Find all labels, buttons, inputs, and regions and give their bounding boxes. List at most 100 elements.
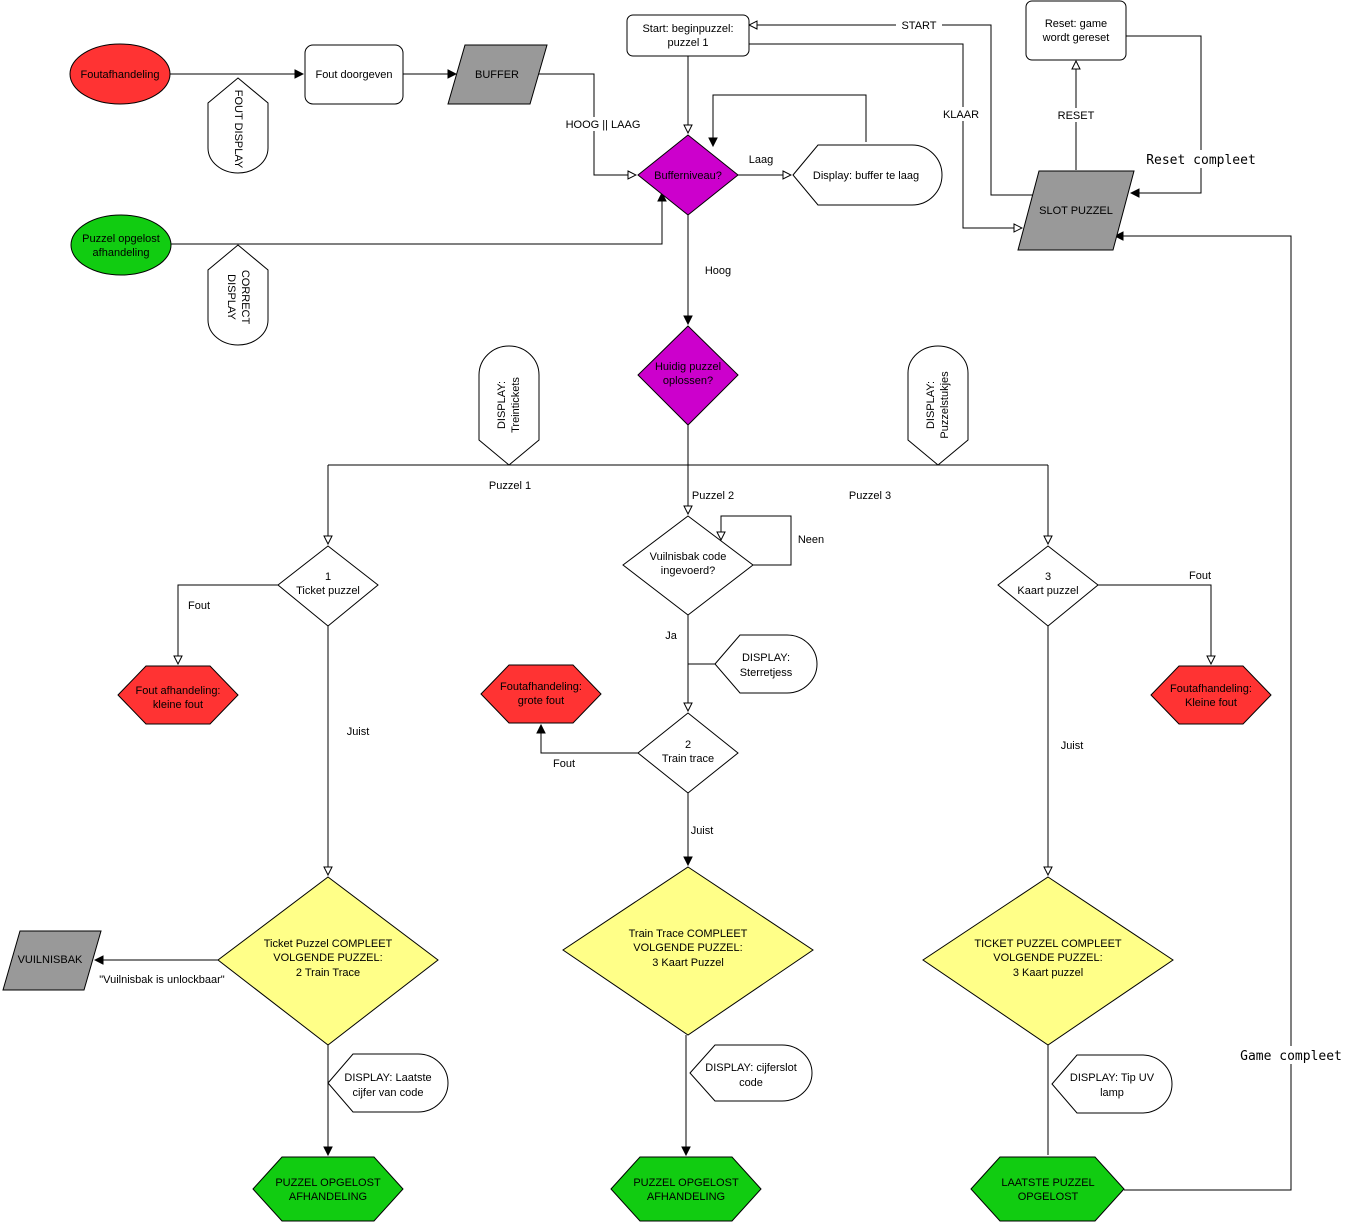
edge-vuilnisbak-code-neen-loop xyxy=(721,515,792,566)
node-kaart-puzzel xyxy=(997,545,1099,627)
node-vuilnisbak-code xyxy=(622,515,754,616)
node-huidig-puzzel xyxy=(637,325,739,426)
node-bufferniveau-text: Bufferniveau? xyxy=(654,170,722,182)
edge-laatste-to-slot xyxy=(1115,236,1292,1191)
display-tip-uv-line2: lamp xyxy=(1100,1087,1124,1099)
node-ticket-puzzel-line1: 1 xyxy=(325,571,331,583)
display-sterretjess-line1: DISPLAY: xyxy=(742,652,790,664)
node-train-compleet-line3: 3 Kaart Puzzel xyxy=(652,957,724,969)
node-kaart-puzzel-line2: Kaart puzzel xyxy=(1017,585,1078,597)
node-fout-kleine-line1: Fout afhandeling: xyxy=(135,685,220,697)
node-ticket-compleet-3-line2: VOLGENDE PUZZEL: xyxy=(993,952,1102,964)
node-train-compleet-line1: Train Trace COMPLEET xyxy=(629,928,748,940)
label-ja: Ja xyxy=(665,630,678,642)
node-fout-doorgeven xyxy=(304,44,404,105)
node-kaart-puzzel-line1: 3 xyxy=(1045,571,1051,583)
display-puzzelstukjes xyxy=(907,345,969,466)
node-foutafhandeling xyxy=(69,43,171,105)
node-vuilnisbak-text: VUILNISBAK xyxy=(18,954,83,966)
node-vuilnisbak-code-line2: ingevoerd? xyxy=(661,565,715,577)
node-fout-kleine-3-line2: Kleine fout xyxy=(1185,697,1237,709)
node-ticket-compleet-line2: VOLGENDE PUZZEL: xyxy=(273,952,382,964)
node-train-compleet xyxy=(562,866,814,1036)
edge-start-to-slot xyxy=(749,43,1022,228)
display-tip-uv xyxy=(1051,1054,1173,1114)
edge-kaart-to-fout-3 xyxy=(1098,584,1211,664)
label-juist-3: Juist xyxy=(1061,740,1084,752)
display-sterretjess-line2: Sterretjess xyxy=(740,667,793,679)
label-reset-compleet: Reset compleet xyxy=(1146,153,1256,168)
display-cijferslot xyxy=(689,1044,813,1102)
node-buffer-text: BUFFER xyxy=(475,69,519,81)
label-hoog-laag: HOOG || LAAG xyxy=(566,119,641,131)
node-ticket-compleet-3-line3: 3 Kaart puzzel xyxy=(1013,967,1083,979)
display-puzzelstukjes-line1: DISPLAY: xyxy=(925,381,937,429)
node-train-trace-line1: 2 xyxy=(685,739,691,751)
node-fout-grote-line1: Foutafhandeling: xyxy=(500,681,582,693)
node-opgelost-2-line1: PUZZEL OPGELOST xyxy=(633,1177,739,1189)
display-puzzelstukjes-line2: Puzzelstukjes xyxy=(939,371,951,439)
node-opgelost-1 xyxy=(252,1156,404,1222)
display-sterretjess xyxy=(714,634,818,694)
display-cijferslot-line1: DISPLAY: cijferslot xyxy=(705,1062,797,1074)
node-laatste-opgelost xyxy=(970,1156,1125,1222)
display-laatste-cijfer xyxy=(327,1053,449,1113)
label-puzzel1: Puzzel 1 xyxy=(489,480,531,492)
edge-ticket-to-fout-kleine xyxy=(178,584,278,664)
label-reset: RESET xyxy=(1058,110,1095,122)
display-treintickets xyxy=(478,345,540,466)
node-laatste-opgelost-line1: LAATSTE PUZZEL xyxy=(1001,1177,1094,1189)
node-puzzel-opgelost-line1: Puzzel opgelost xyxy=(82,233,160,245)
node-slot-puzzel-text: SLOT PUZZEL xyxy=(1039,205,1113,217)
label-fout-3: Fout xyxy=(1189,570,1211,582)
label-laag: Laag xyxy=(749,154,773,166)
node-fout-kleine-3 xyxy=(1150,665,1272,725)
label-game-compleet: Game compleet xyxy=(1240,1049,1342,1064)
node-start-line1: Start: beginpuzzel: xyxy=(642,23,733,35)
node-opgelost-2 xyxy=(610,1156,762,1222)
display-shapes: FOUT DISPLAY CORRECT DISPLAY DISPLAY: Tr… xyxy=(207,77,1173,1114)
node-ticket-compleet-line3: 2 Train Trace xyxy=(296,967,360,979)
node-train-trace xyxy=(637,712,739,794)
node-foutafhandeling-text: Foutafhandeling xyxy=(81,69,160,81)
display-correct-line2: DISPLAY xyxy=(225,274,237,320)
node-train-compleet-line2: VOLGENDE PUZZEL: xyxy=(633,942,742,954)
label-neen: Neen xyxy=(798,534,824,546)
node-puzzel-opgelost-line2: afhandeling xyxy=(93,247,150,259)
node-reset xyxy=(1025,0,1127,61)
node-fout-grote xyxy=(480,664,602,724)
node-fout-grote-line2: grote fout xyxy=(518,695,564,707)
display-cijferslot-line2: code xyxy=(739,1077,763,1089)
label-fout-1: Fout xyxy=(188,600,210,612)
label-klaar: KLAAR xyxy=(943,109,979,121)
label-hoog: Hoog xyxy=(705,265,731,277)
node-fout-kleine xyxy=(117,665,239,725)
display-correct xyxy=(207,244,269,346)
display-treintickets-line1: DISPLAY: xyxy=(496,381,508,429)
label-vuilnisbak-unlock: "Vuilnisbak is unlockbaar" xyxy=(99,974,225,986)
node-opgelost-1-line2: AFHANDELING xyxy=(289,1191,367,1203)
label-start: START xyxy=(901,20,936,32)
node-huidig-puzzel-line1: Huidig puzzel xyxy=(655,361,721,373)
node-train-trace-line2: Train trace xyxy=(662,753,714,765)
node-fout-doorgeven-text: Fout doorgeven xyxy=(315,69,392,81)
edge-train-to-fout-grote xyxy=(541,725,638,754)
display-correct-line1: CORRECT xyxy=(239,270,251,325)
node-vuilnisbak-code-line1: Vuilnisbak code xyxy=(650,551,727,563)
edges xyxy=(95,25,1292,1191)
edge-reset-to-slot xyxy=(1126,35,1202,193)
node-slot-puzzel xyxy=(1017,170,1135,251)
node-start xyxy=(626,14,750,57)
node-start-line2: puzzel 1 xyxy=(668,37,709,49)
edge-display-laag-loop xyxy=(713,94,867,146)
edge-labels: START KLAAR RESET Reset compleet HOOG ||… xyxy=(99,18,1346,1064)
display-treintickets-line2: Treintickets xyxy=(510,377,522,433)
node-display-buffer-laag-text: Display: buffer te laag xyxy=(813,170,919,182)
node-ticket-compleet xyxy=(217,876,439,1046)
node-ticket-puzzel-line2: Ticket puzzel xyxy=(296,585,360,597)
label-juist-2: Juist xyxy=(691,825,714,837)
display-fout-text: FOUT DISPLAY xyxy=(232,90,244,169)
node-buffer xyxy=(447,44,548,105)
node-ticket-puzzel xyxy=(277,545,379,627)
